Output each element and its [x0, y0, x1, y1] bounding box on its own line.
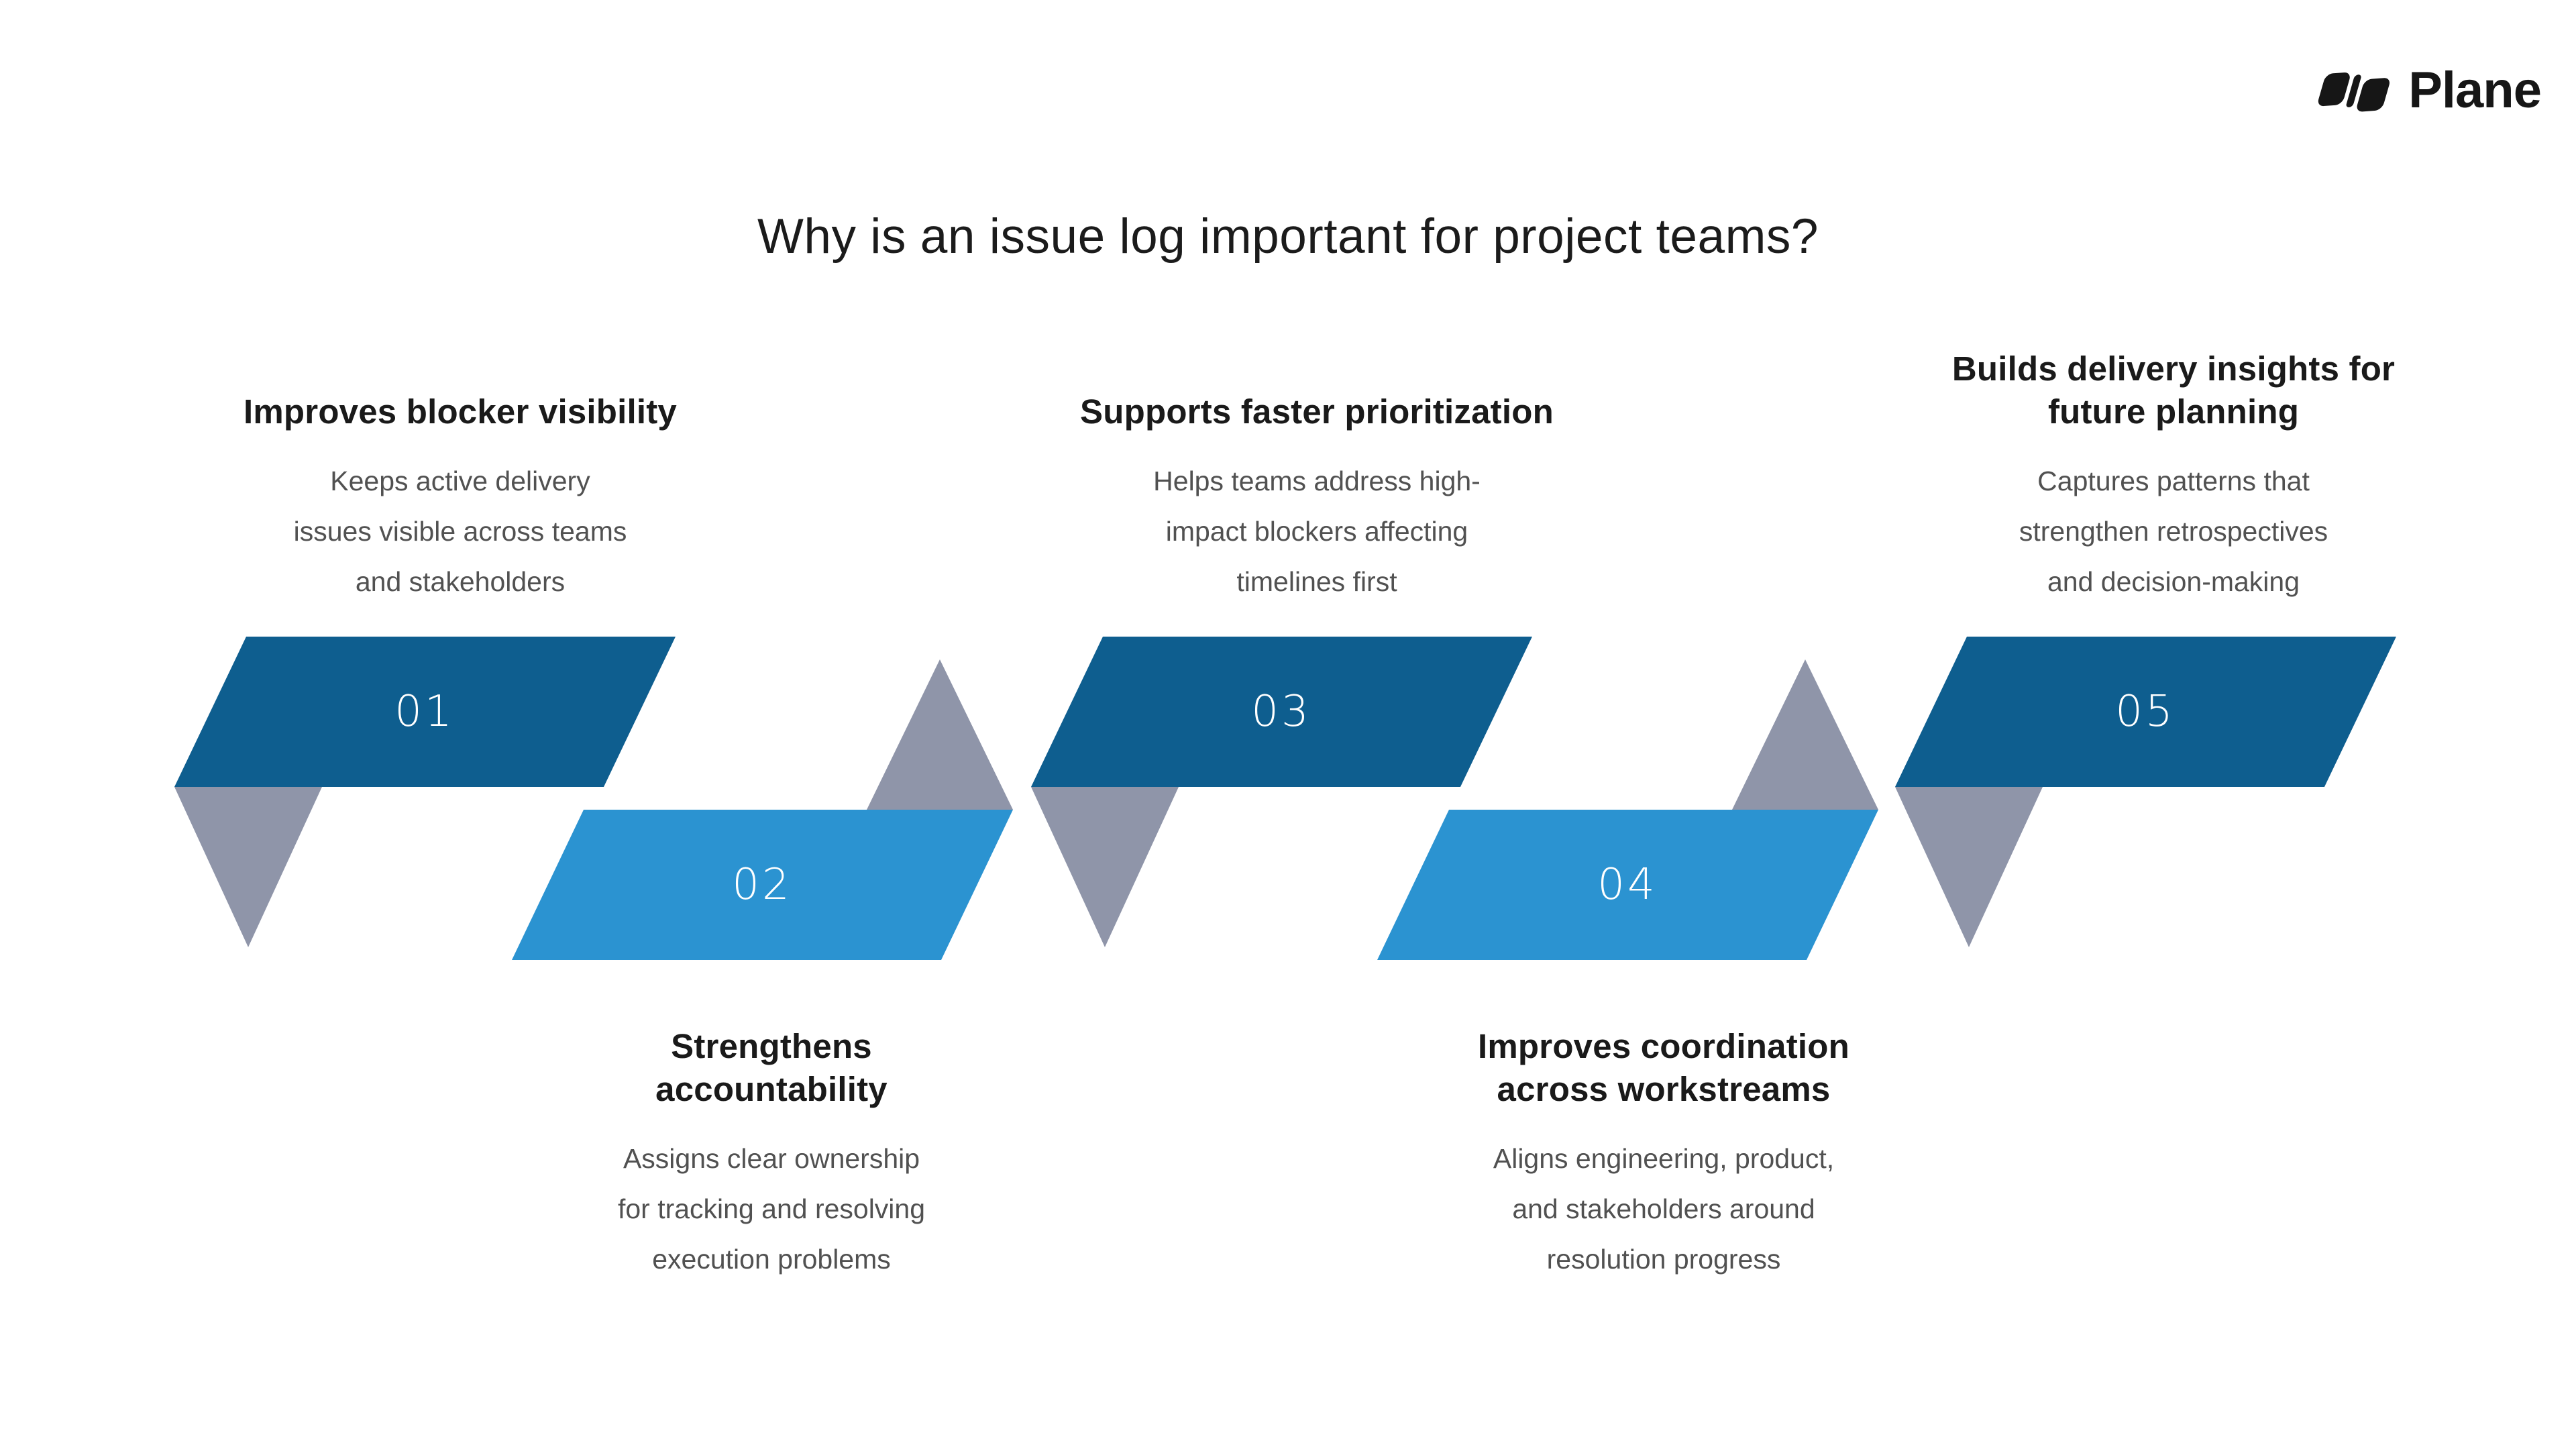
step-3-number: 03 [1251, 687, 1311, 737]
plane-logo-mark [2318, 72, 2390, 112]
step-1-parallelogram [174, 637, 676, 787]
step-3-desc: Helps teams address high- impact blocker… [1153, 466, 1481, 597]
step-1-text-block: Improves blocker visibility Keeps active… [192, 390, 729, 607]
step-3-text-block: Supports faster prioritization Helps tea… [1049, 390, 1585, 607]
step-1-title: Improves blocker visibility [244, 392, 677, 431]
step-2-title: Strengthens accountability [655, 1027, 888, 1108]
fold-triangle-down-3 [1031, 787, 1179, 947]
step-4-text-block: Improves coordination across workstreams… [1395, 1025, 1932, 1285]
step-5-number: 05 [2115, 687, 2176, 737]
step-3-parallelogram [1031, 637, 1532, 787]
step-4-parallelogram [1377, 810, 1878, 960]
step-5-parallelogram [1895, 637, 2396, 787]
plane-logo-text: Plane [2408, 62, 2542, 119]
step-2-desc: Assigns clear ownership for tracking and… [617, 1143, 926, 1275]
step-2-number: 02 [732, 860, 792, 910]
step-1-number: 01 [394, 687, 455, 737]
fold-triangle-down-1 [174, 787, 322, 947]
step-4-desc: Aligns engineering, product, and stakeho… [1493, 1143, 1835, 1275]
step-5-title: Builds delivery insights for future plan… [1951, 350, 2396, 431]
step-2-text-block: Strengthens accountability Assigns clear… [503, 1025, 1040, 1285]
fold-triangle-up-4 [1732, 659, 1878, 810]
step-5-desc: Captures patterns that strengthen retros… [2019, 466, 2328, 597]
step-4-number: 04 [1597, 860, 1658, 910]
step-3-title: Supports faster prioritization [1080, 392, 1554, 431]
step-2-parallelogram [512, 810, 1013, 960]
fold-triangle-down-5 [1895, 787, 2043, 947]
plane-logo: Plane [2294, 62, 2542, 119]
step-5-text-block: Builds delivery insights for future plan… [1905, 347, 2442, 607]
step-4-title: Improves coordination across workstreams [1478, 1027, 1849, 1108]
fold-triangle-up-2 [867, 659, 1013, 810]
step-1-desc: Keeps active delivery issues visible acr… [293, 466, 627, 597]
page-title: Why is an issue log important for projec… [757, 209, 1819, 264]
